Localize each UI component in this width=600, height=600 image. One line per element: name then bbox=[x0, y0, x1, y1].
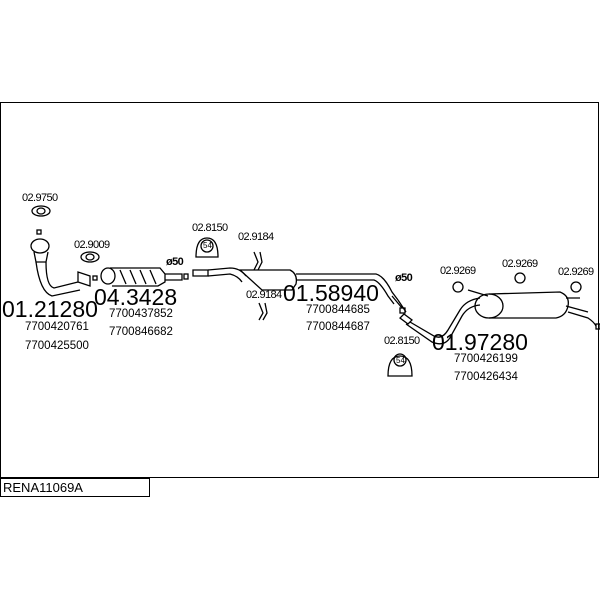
clamp-label: 02.8150 bbox=[192, 222, 228, 234]
diameter-label: ø50 bbox=[166, 256, 184, 268]
part-ref: 7700846682 bbox=[109, 326, 173, 338]
diagram-code: RENA11069A bbox=[0, 478, 150, 497]
clamp-label: 02.9269 bbox=[558, 266, 594, 278]
hanger-icon-5 bbox=[570, 281, 582, 293]
middle-silencer-drawing bbox=[192, 267, 481, 345]
diameter-label: ø50 bbox=[395, 272, 413, 284]
part-ref: 7700426199 bbox=[454, 353, 518, 365]
part-ref: 7700420761 bbox=[25, 321, 89, 333]
clamp-label: 02.9184 bbox=[238, 231, 274, 243]
gasket-icon-1 bbox=[31, 205, 51, 217]
gasket-icon-2 bbox=[80, 251, 100, 263]
clamp-size-label: 54 bbox=[203, 241, 212, 250]
hanger-icon-4 bbox=[514, 272, 526, 284]
part-ref: 7700844685 bbox=[306, 304, 370, 316]
part-number: 04.3428 bbox=[94, 284, 178, 310]
part-number: 01.21280 bbox=[2, 296, 98, 322]
rear-silencer-drawing bbox=[467, 289, 600, 330]
catalyst-drawing bbox=[100, 267, 189, 287]
clamp-size-label: 54 bbox=[396, 356, 405, 365]
clamp-label: 02.8150 bbox=[384, 335, 420, 347]
part-number: 01.58940 bbox=[283, 280, 379, 306]
part-ref: 7700426434 bbox=[454, 371, 518, 383]
part-ref: 7700844687 bbox=[306, 321, 370, 333]
part-ref: 7700425500 bbox=[25, 340, 89, 352]
clamp-icon-1 bbox=[195, 237, 219, 258]
part-ref: 7700437852 bbox=[109, 308, 173, 320]
front-pipe-drawing bbox=[30, 229, 98, 297]
clamp-icon-2 bbox=[387, 353, 413, 377]
hanger-icon-2 bbox=[258, 302, 268, 321]
hanger-icon-1 bbox=[253, 251, 263, 271]
clamp-label: 02.9750 bbox=[22, 192, 58, 204]
clamp-label: 02.9269 bbox=[502, 258, 538, 270]
clamp-label: 02.9184 bbox=[246, 289, 282, 301]
part-number: 01.97280 bbox=[432, 329, 528, 355]
diagram-frame bbox=[0, 102, 599, 478]
hanger-icon-3 bbox=[452, 281, 464, 293]
clamp-label: 02.9009 bbox=[74, 239, 110, 251]
clamp-label: 02.9269 bbox=[440, 265, 476, 277]
